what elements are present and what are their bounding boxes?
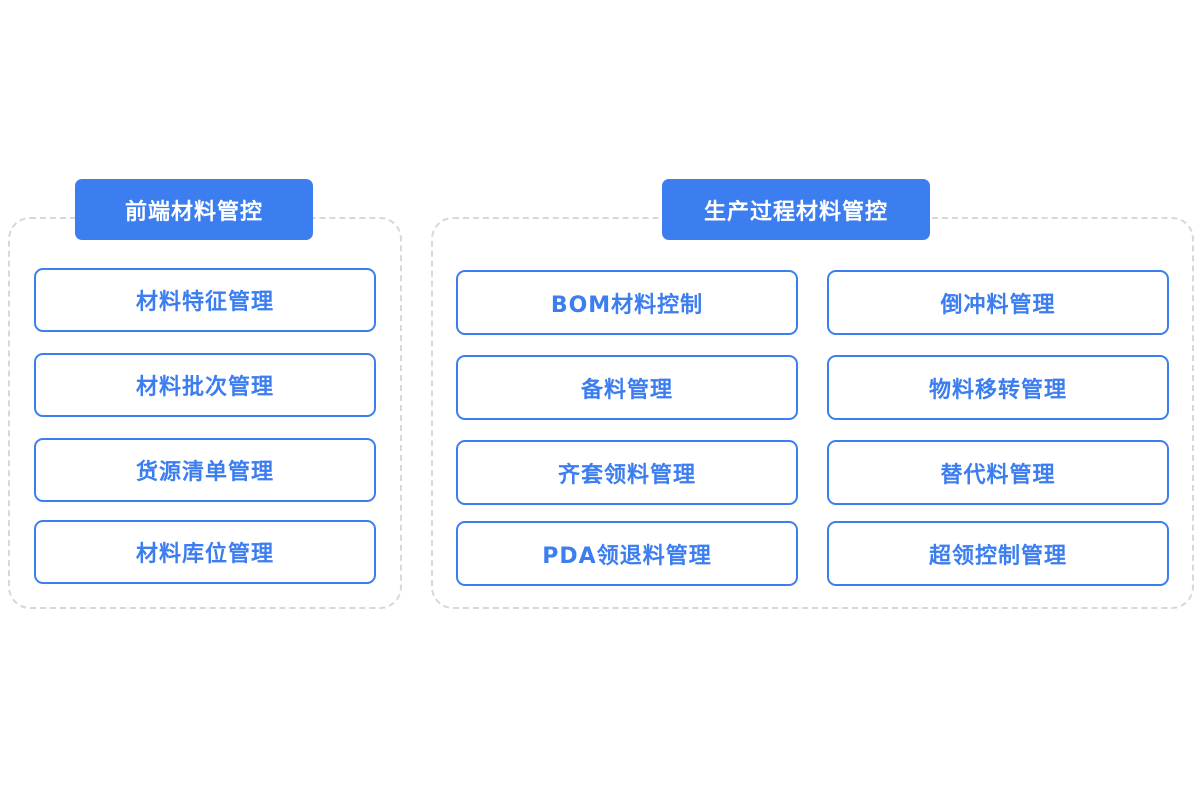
source-list-management-box: 货源清单管理	[34, 438, 376, 502]
pda-picking-return-management-box: PDA领退料管理	[456, 521, 798, 586]
material-preparation-management-box: 备料管理	[456, 355, 798, 420]
material-location-management-box: 材料库位管理	[34, 520, 376, 584]
material-batch-management-box: 材料批次管理	[34, 353, 376, 417]
front-end-material-control-title: 前端材料管控	[75, 179, 313, 240]
material-feature-management-box: 材料特征管理	[34, 268, 376, 332]
over-picking-control-management-box: 超领控制管理	[827, 521, 1169, 586]
production-process-material-control-title: 生产过程材料管控	[662, 179, 930, 240]
kitting-picking-management-box: 齐套领料管理	[456, 440, 798, 505]
backflush-management-box: 倒冲料管理	[827, 270, 1169, 335]
bom-material-control-box: BOM材料控制	[456, 270, 798, 335]
material-transfer-management-box: 物料移转管理	[827, 355, 1169, 420]
substitute-material-management-box: 替代料管理	[827, 440, 1169, 505]
